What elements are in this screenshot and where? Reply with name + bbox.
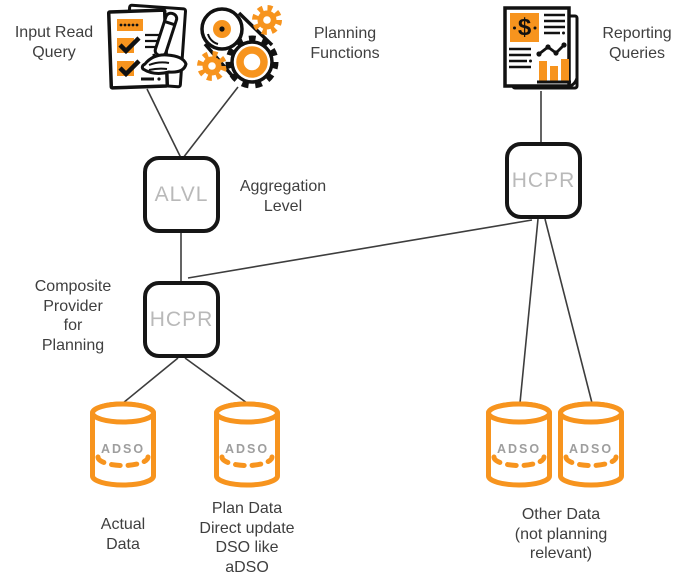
dollar-glyph: $ [518,14,532,41]
adso-label: ADSO [497,442,541,456]
node-hcpr-reporting: HCPR [505,142,582,219]
label-planning-functions: Planning Functions [310,25,380,62]
database-cylinder-icon: ADSO [90,401,156,488]
adso-label: ADSO [225,442,269,456]
adso-label: ADSO [101,442,145,456]
database-cylinder-icon: ADSO [214,401,280,488]
node-alvl-label: ALVL [154,182,209,206]
connector-hcpr-to-adso-2 [184,357,248,404]
label-aggregation-level: Aggregation Level [239,178,327,215]
node-hcpr-planning-label: HCPR [149,307,214,331]
gears-belt-icon [197,5,282,89]
connector-checklist-to-alvl [146,88,182,159]
label-actual-data: Actual Data [100,516,146,553]
database-cylinder-icon: ADSO [486,401,552,488]
connector-hcpr-to-adso-3 [519,218,539,404]
label-composite-provider: Composite Provider for Planning [34,278,112,354]
label-other-data: Other Data (not planning relevant) [514,506,608,563]
label-plan-data: Plan Data Direct update DSO like aDSO [199,500,295,576]
database-cylinder-icon: ADSO [558,401,624,488]
connector-gears-to-alvl [182,86,239,159]
node-alvl: ALVL [143,156,220,233]
report-chart-icon: $ [503,6,579,90]
checklist-pen-icon [106,3,188,90]
node-hcpr-reporting-label: HCPR [511,168,576,192]
connector-hcpr-to-adso-4 [544,218,593,404]
connector-hcpr-to-adso-1 [122,357,179,404]
adso-label: ADSO [569,442,613,456]
label-reporting-queries: Reporting Queries [602,25,672,62]
node-hcpr-planning: HCPR [143,281,220,358]
connector-hcpr-to-hcpr [187,219,533,279]
label-input-read-query: Input Read Query [14,24,94,61]
